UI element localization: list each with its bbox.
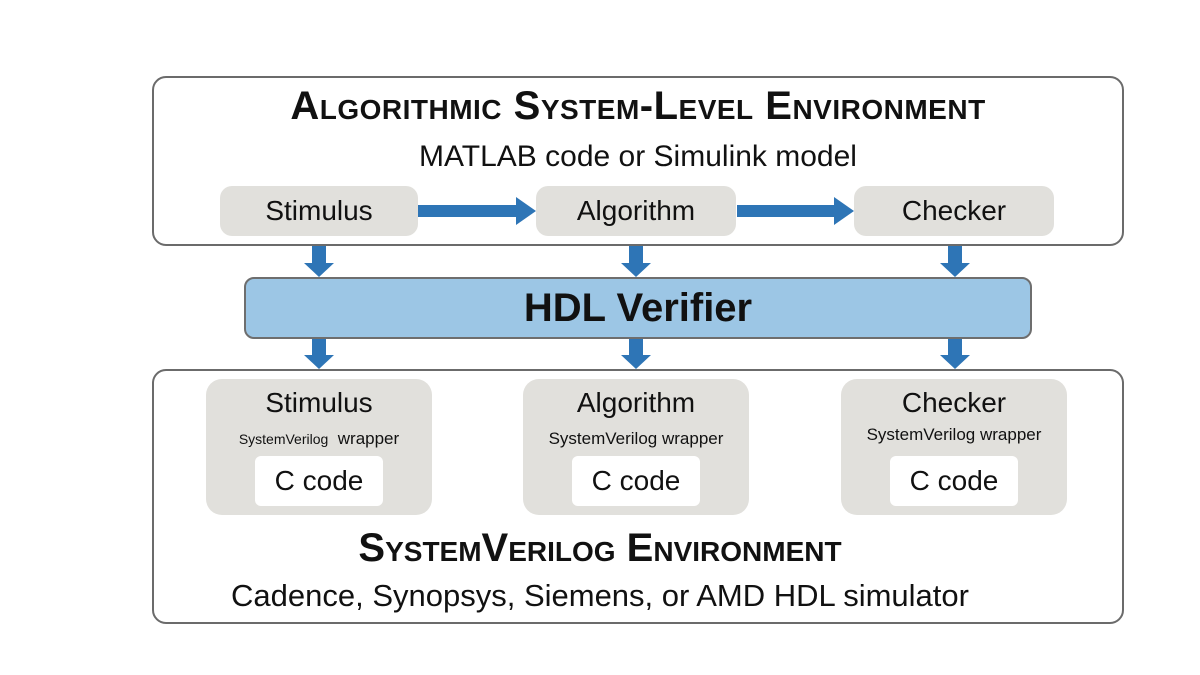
arrow-algorithm-to-checker — [737, 197, 854, 225]
stimulus-wrapper-label: SystemVerilog wrapper — [206, 429, 432, 449]
stimulus-c-code: C code — [255, 456, 383, 506]
arrow-hdl-verifier-to-algorithm — [621, 339, 651, 369]
checker-c-code: C code — [890, 456, 1018, 506]
algorithm-wrapper-label: SystemVerilog wrapper — [523, 429, 749, 449]
hdl-verifier-bar: HDL Verifier — [244, 277, 1032, 339]
stimulus-block: Stimulus SystemVerilog wrapper C code — [206, 379, 432, 515]
algorithm-node: Algorithm — [536, 186, 736, 236]
algorithmic-environment-subtitle: MATLAB code or Simulink model — [419, 140, 857, 173]
algorithm-c-code: C code — [572, 456, 700, 506]
checker-wrapper-lang: SystemVerilog — [866, 425, 976, 444]
algorithmic-environment-title: Algorithmic System-Level Environment — [290, 84, 986, 128]
checker-block-title: Checker — [901, 387, 1007, 418]
systemverilog-environment-title: SystemVerilog Environment — [358, 526, 842, 570]
checker-wrapper-label: SystemVerilog wrapper — [841, 425, 1067, 445]
arrow-hdl-verifier-to-stimulus — [304, 339, 334, 369]
checker-node: Checker — [854, 186, 1054, 236]
arrow-hdl-verifier-to-checker — [940, 339, 970, 369]
stimulus-wrapper-word: wrapper — [337, 429, 400, 448]
checker-block: Checker SystemVerilog wrapper C code — [841, 379, 1067, 515]
stimulus-block-title: Stimulus — [265, 387, 373, 418]
algorithm-wrapper-word: wrapper — [661, 429, 724, 448]
systemverilog-environment-subtitle: Cadence, Synopsys, Siemens, or AMD HDL s… — [231, 578, 969, 613]
checker-wrapper-word: wrapper — [979, 425, 1042, 444]
stimulus-wrapper-lang: SystemVerilog — [238, 431, 329, 447]
algorithm-block-title: Algorithm — [576, 387, 696, 418]
arrow-algorithm-to-hdl-verifier — [621, 246, 651, 277]
arrow-stimulus-to-algorithm — [418, 197, 536, 225]
arrow-stimulus-to-hdl-verifier — [304, 246, 334, 277]
stimulus-node: Stimulus — [220, 186, 418, 236]
algorithm-block: Algorithm SystemVerilog wrapper C code — [523, 379, 749, 515]
arrow-checker-to-hdl-verifier — [940, 246, 970, 277]
algorithm-wrapper-lang: SystemVerilog — [548, 429, 658, 448]
